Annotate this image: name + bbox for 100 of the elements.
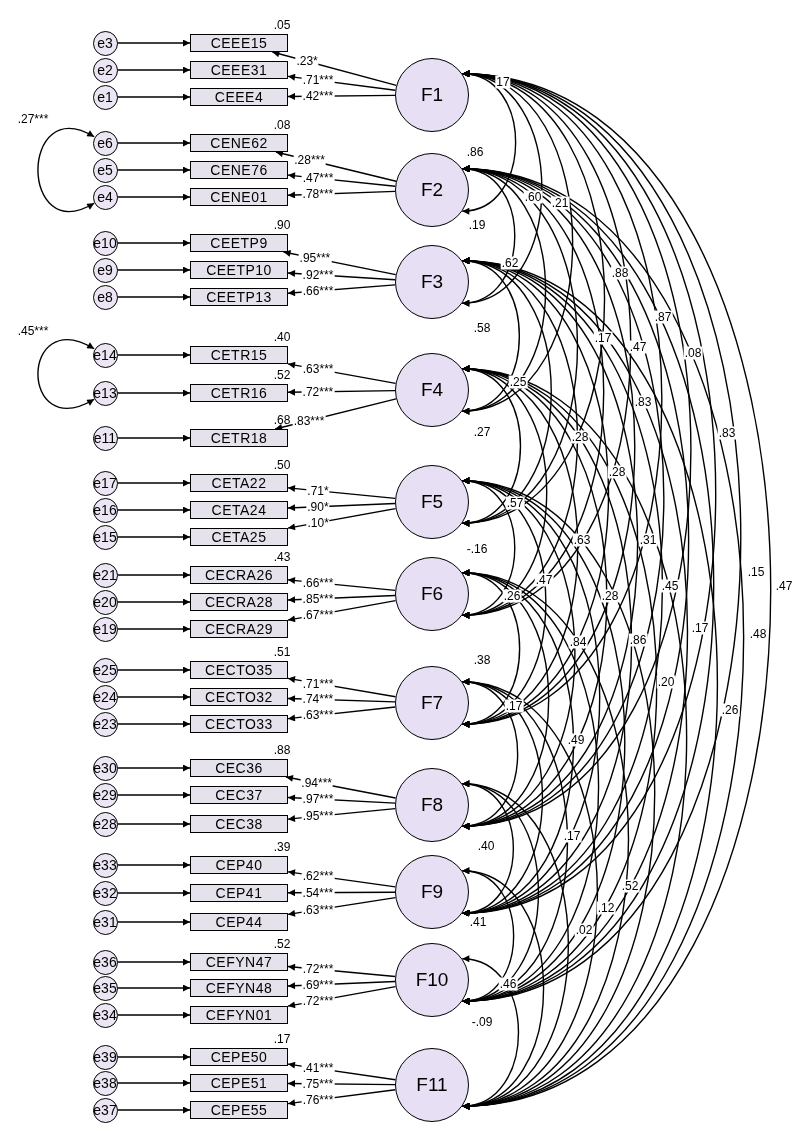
factor-ellipse: F9 — [395, 855, 469, 929]
indicator-box: CETA24 — [190, 501, 288, 519]
covariance-value: .19 — [467, 218, 487, 232]
edge-label: .72*** — [301, 994, 335, 1008]
covariance-value: .28 — [607, 465, 627, 479]
covariance-value: .47 — [774, 579, 794, 593]
indicator-box: CENE01 — [190, 188, 288, 206]
edge-label: .10* — [306, 516, 330, 530]
covariance-value: .52 — [620, 879, 640, 893]
arrow — [116, 693, 191, 701]
indicator-box: CEPE50 — [190, 1048, 288, 1066]
edge-label: .72*** — [301, 962, 335, 976]
error-term-circle: e38 — [92, 1070, 118, 1096]
edge-label: .42*** — [301, 89, 335, 103]
edge-label: .95*** — [301, 809, 335, 823]
arrow — [116, 666, 191, 674]
r-squared-value: .39 — [273, 840, 291, 854]
edge-label: .97*** — [301, 792, 335, 806]
arrow — [116, 266, 191, 274]
arrow — [116, 293, 191, 301]
arrow — [116, 479, 191, 487]
covariance-value: .12 — [596, 901, 616, 915]
indicator-box: CECRA26 — [190, 566, 288, 584]
edge-label: .75*** — [301, 1077, 335, 1091]
covariance-value: .02 — [574, 923, 594, 937]
covariance-value: .26 — [502, 589, 522, 603]
error-term-circle: e4 — [92, 184, 118, 210]
edge-label: .41*** — [301, 1061, 335, 1075]
covariance-value: .20 — [656, 675, 676, 689]
error-term-circle: e8 — [92, 284, 118, 310]
loading-arrow — [271, 50, 397, 87]
covariance-value: .17 — [562, 829, 582, 843]
edge-label: .76*** — [301, 1093, 335, 1107]
error-term-circle: e25 — [92, 657, 118, 683]
error-term-circle: e19 — [92, 616, 118, 642]
factor-ellipse: F5 — [395, 465, 469, 539]
r-squared-value: .90 — [273, 218, 291, 232]
covariance-value: .84 — [568, 635, 588, 649]
edge-label: .78*** — [301, 187, 335, 201]
covariance-value: .17 — [504, 699, 524, 713]
covariance-value: .83 — [717, 426, 737, 440]
r-squared-value: .05 — [273, 18, 291, 32]
arrow — [116, 239, 191, 247]
edge-label: .63*** — [301, 708, 335, 722]
r-squared-value: .88 — [273, 743, 291, 757]
edge-label: .23* — [295, 54, 319, 68]
arrow — [116, 918, 191, 926]
error-term-circle: e29 — [92, 782, 118, 808]
arrow — [116, 984, 191, 992]
arrow — [116, 351, 191, 359]
error-term-circle: e37 — [92, 1097, 118, 1123]
covariance-value: .60 — [523, 190, 543, 204]
indicator-box: CEC36 — [190, 759, 288, 777]
arrow — [116, 66, 191, 74]
covariance-value: .86 — [628, 633, 648, 647]
covariance-arrow — [461, 781, 570, 1109]
error-term-circle: e3 — [92, 30, 118, 56]
arrow — [116, 791, 191, 799]
indicator-box: CEEE31 — [190, 61, 288, 79]
edge-label: .66*** — [301, 284, 335, 298]
covariance-value: .83 — [633, 395, 653, 409]
covariance-arrow — [461, 956, 520, 1109]
arrow — [116, 533, 191, 541]
error-term-circle: e13 — [92, 380, 118, 406]
error-term-circle: e9 — [92, 257, 118, 283]
indicator-box: CEFYN01 — [190, 1006, 288, 1024]
edge-label: .54*** — [301, 886, 335, 900]
r-squared-value: .51 — [273, 645, 291, 659]
covariance-value: .58 — [472, 321, 492, 335]
arrow — [116, 1079, 191, 1087]
error-term-circle: e14 — [92, 342, 118, 368]
edge-label: .69*** — [301, 978, 335, 992]
indicator-box: CECTO35 — [190, 661, 288, 679]
arrow — [116, 139, 191, 147]
edge-label: .94*** — [300, 776, 333, 790]
edge-label: .71* — [306, 484, 330, 498]
indicator-box: CEFYN47 — [190, 953, 288, 971]
covariance-value: .47 — [628, 340, 648, 354]
edge-label: .72*** — [301, 385, 335, 399]
indicator-box: CEC38 — [190, 815, 288, 833]
arrow — [116, 625, 191, 633]
edge-label: .47*** — [301, 171, 335, 185]
covariance-arrow — [461, 478, 656, 1109]
indicator-box: CENE76 — [190, 161, 288, 179]
error-term-circle: e23 — [92, 711, 118, 737]
covariance-value: .17 — [690, 621, 710, 635]
indicator-box: CECRA29 — [190, 620, 288, 638]
edge-label: .74*** — [301, 692, 335, 706]
r-squared-value: .52 — [273, 937, 291, 951]
covariance-value: -.16 — [465, 542, 489, 556]
indicator-box: CEEE15 — [190, 34, 288, 52]
edge-label: .62*** — [301, 869, 335, 883]
error-term-circle: e5 — [92, 157, 118, 183]
covariance-value: .86 — [465, 145, 485, 159]
edge-label: .27*** — [16, 112, 50, 126]
loading-arrow — [287, 485, 396, 500]
error-term-circle: e28 — [92, 811, 118, 837]
error-term-circle: e1 — [92, 84, 118, 110]
indicator-box: CEP40 — [190, 856, 288, 874]
error-term-circle: e39 — [92, 1044, 118, 1070]
